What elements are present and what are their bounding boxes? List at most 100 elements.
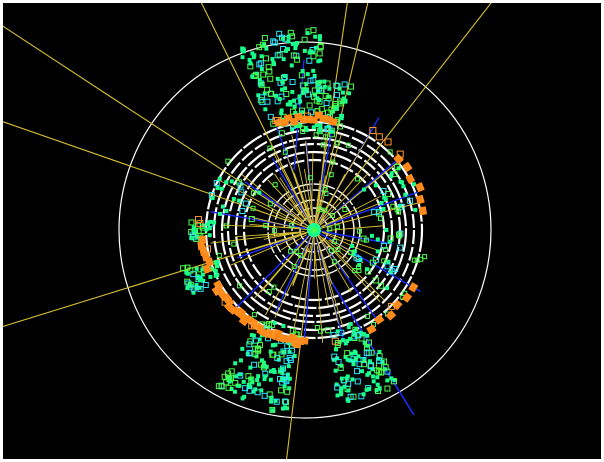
hit bbox=[353, 357, 358, 362]
hit bbox=[345, 357, 350, 362]
hit bbox=[333, 368, 338, 373]
hit-box-cyan bbox=[256, 61, 263, 68]
hit bbox=[250, 74, 255, 79]
tracker-ring bbox=[234, 150, 394, 310]
hit-box-cyan bbox=[358, 393, 365, 400]
calorimeter-box bbox=[396, 150, 404, 158]
hit bbox=[388, 270, 393, 275]
hit-box bbox=[271, 284, 277, 290]
hit-box bbox=[372, 277, 379, 284]
track bbox=[235, 231, 301, 238]
hit-box bbox=[289, 223, 295, 229]
hit bbox=[229, 387, 234, 392]
hit bbox=[310, 50, 315, 55]
hit bbox=[280, 79, 285, 84]
hit-box bbox=[387, 149, 393, 155]
hit-box bbox=[267, 75, 274, 82]
hit-box bbox=[390, 203, 396, 209]
hit bbox=[342, 384, 347, 389]
hit-box-cyan bbox=[282, 373, 289, 380]
hit-box-cyan bbox=[353, 368, 360, 375]
hit bbox=[257, 190, 262, 195]
hit bbox=[356, 354, 361, 359]
hit bbox=[371, 374, 376, 379]
hit bbox=[348, 336, 353, 341]
track bbox=[279, 177, 315, 231]
calorimeter-cell bbox=[402, 161, 413, 173]
track bbox=[318, 175, 326, 215]
hit bbox=[371, 379, 376, 384]
hit bbox=[334, 382, 339, 387]
hit-box bbox=[316, 50, 323, 57]
hit-box bbox=[322, 134, 328, 140]
hit bbox=[280, 36, 285, 41]
hit-box bbox=[363, 237, 369, 243]
hit-box-cyan bbox=[287, 356, 294, 363]
tracker-ring bbox=[273, 189, 355, 271]
hit-box-cyan bbox=[389, 268, 396, 275]
hit bbox=[375, 382, 380, 387]
hit-box bbox=[272, 182, 278, 188]
hit-box-cyan bbox=[345, 380, 352, 387]
hit-box bbox=[251, 312, 257, 318]
hit bbox=[248, 365, 253, 370]
hit-box-cyan bbox=[280, 365, 287, 372]
hit bbox=[317, 37, 322, 42]
inner-track bbox=[230, 229, 315, 314]
hit bbox=[382, 195, 387, 200]
track bbox=[319, 172, 369, 225]
hit-box-cyan bbox=[288, 347, 295, 354]
hit-box bbox=[347, 83, 354, 90]
hit-box bbox=[283, 399, 290, 406]
tracker-ring bbox=[220, 136, 408, 324]
hit-box-cyan bbox=[353, 254, 360, 261]
detector-hits bbox=[180, 27, 428, 413]
hit-box bbox=[397, 233, 403, 239]
calorimeter-cell bbox=[366, 324, 377, 335]
hit-box-cyan bbox=[354, 332, 361, 339]
track bbox=[280, 234, 307, 251]
hit bbox=[288, 99, 293, 104]
hit bbox=[283, 86, 288, 91]
hit-box bbox=[394, 163, 401, 170]
hit bbox=[217, 176, 222, 181]
hit bbox=[231, 197, 236, 202]
track bbox=[293, 173, 314, 225]
track bbox=[319, 174, 346, 223]
hit-box-cyan bbox=[347, 393, 354, 400]
hit-box bbox=[329, 247, 335, 253]
hit bbox=[380, 359, 385, 364]
hit-box bbox=[381, 258, 387, 264]
calorimeter-box bbox=[369, 126, 377, 134]
track bbox=[249, 223, 313, 231]
hit-box-cyan bbox=[380, 188, 387, 195]
hit bbox=[369, 233, 374, 238]
hit bbox=[350, 377, 355, 382]
hit-box-cyan bbox=[331, 353, 338, 360]
hit bbox=[389, 171, 394, 176]
hit-box-cyan bbox=[397, 244, 404, 251]
track bbox=[3, 229, 315, 328]
hit bbox=[251, 55, 256, 60]
track bbox=[273, 152, 314, 228]
hit bbox=[286, 364, 291, 369]
hit bbox=[318, 126, 323, 131]
hit bbox=[374, 388, 379, 393]
hit-box bbox=[318, 106, 325, 113]
track bbox=[210, 232, 301, 244]
hit-box bbox=[348, 249, 354, 255]
track bbox=[241, 174, 305, 224]
hit-box bbox=[332, 238, 338, 244]
inner-track bbox=[272, 158, 315, 231]
calorimeter-cell bbox=[202, 264, 212, 274]
hit-box bbox=[316, 98, 323, 105]
hit bbox=[280, 366, 285, 371]
hit bbox=[314, 123, 319, 128]
hit bbox=[224, 180, 229, 185]
track bbox=[311, 152, 314, 212]
hit bbox=[259, 67, 264, 72]
hit bbox=[413, 207, 418, 212]
hit-box bbox=[310, 53, 317, 60]
hit-box bbox=[287, 29, 294, 36]
track bbox=[313, 180, 321, 230]
